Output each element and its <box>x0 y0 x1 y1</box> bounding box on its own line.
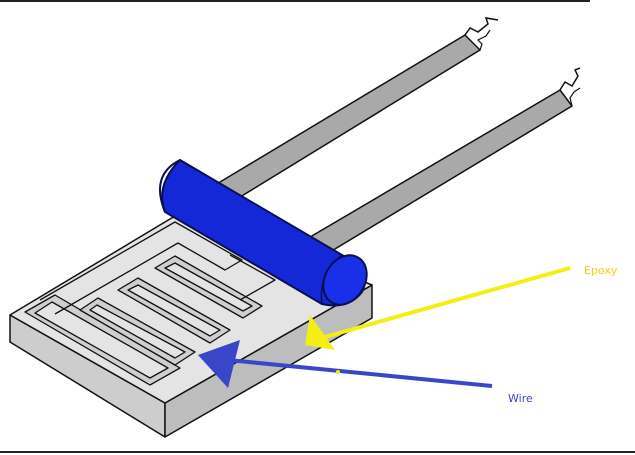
epoxy-label: Epoxy <box>584 264 618 277</box>
epoxy-arrow <box>305 266 571 350</box>
lead-wire-front <box>304 67 581 259</box>
epoxy-cylinder <box>159 158 368 307</box>
wire-arrow <box>198 340 493 388</box>
strain-grid <box>24 221 276 386</box>
wire-label: Wire <box>508 392 533 405</box>
